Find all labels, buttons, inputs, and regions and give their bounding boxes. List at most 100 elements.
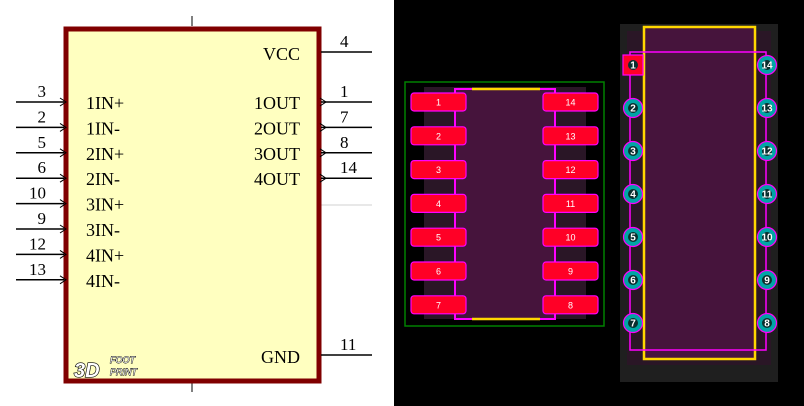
pin-direction-mark xyxy=(59,224,67,234)
pin-direction-mark xyxy=(59,148,67,158)
power-pin: 4 VCC xyxy=(263,32,372,64)
schematic-body xyxy=(63,26,322,384)
left-pin-group: 31IN+21IN-52IN+62IN-103IN+93IN-124IN+134… xyxy=(16,82,124,291)
tht-pad: 2 xyxy=(622,97,644,119)
pin-number: 9 xyxy=(38,209,47,228)
tht-pad: 8 xyxy=(756,312,778,334)
smd-pad: 4 xyxy=(410,193,467,213)
pin-number: 1 xyxy=(340,82,349,101)
silkscreen-outline xyxy=(642,25,757,361)
pad-hole xyxy=(762,103,772,113)
pad-hole xyxy=(762,189,772,199)
pad-number: 11 xyxy=(566,199,575,209)
pin-label: 3IN+ xyxy=(86,195,124,215)
pin-number: 4 xyxy=(340,32,349,51)
pad-number: 6 xyxy=(630,276,636,287)
pad-hole xyxy=(762,232,772,242)
pad-shape xyxy=(410,92,467,112)
pad-shape xyxy=(542,92,599,112)
pin-direction-mark xyxy=(59,249,67,259)
pad-hole xyxy=(762,275,772,285)
pin-number: 6 xyxy=(38,158,47,177)
pad-hole xyxy=(628,189,638,199)
pin-number: 11 xyxy=(340,335,356,354)
pin-label: 4IN+ xyxy=(86,245,124,265)
pad-number: 8 xyxy=(568,300,573,310)
pin-label: 1IN+ xyxy=(86,93,124,113)
pin-number: 10 xyxy=(29,184,46,203)
pad-shape xyxy=(410,126,467,146)
pin-direction-mark xyxy=(59,97,67,107)
pin-label: GND xyxy=(261,347,300,367)
pad-number: 12 xyxy=(565,165,575,175)
schematic-symbol: 31IN+21IN-52IN+62IN-103IN+93IN-124IN+134… xyxy=(16,16,372,392)
tht-pad: 11 xyxy=(756,183,778,205)
smd-pad: 13 xyxy=(542,126,599,146)
tht-pad: 7 xyxy=(622,312,644,334)
pin-direction-mark xyxy=(59,122,67,132)
smd-pad: 14 xyxy=(542,92,599,112)
tht-pad: 6 xyxy=(622,269,644,291)
input-pin: 9 3IN- xyxy=(16,209,120,240)
pad-number: 2 xyxy=(436,131,441,141)
pad-number: 9 xyxy=(764,276,770,287)
pad-shape xyxy=(542,261,599,281)
smd-pad: 8 xyxy=(542,295,599,315)
pin-label: 3OUT xyxy=(254,144,300,164)
pin-label: 1OUT xyxy=(254,93,300,113)
input-pin: 6 2IN- xyxy=(16,158,120,189)
pad-shape xyxy=(410,295,467,315)
output-pin: 8 3OUT xyxy=(254,133,372,164)
pad-number: 7 xyxy=(630,319,636,330)
logo-line1: FOOT xyxy=(110,355,136,365)
pad-number: 13 xyxy=(761,104,773,115)
pad-hole xyxy=(628,232,638,242)
pad-hole xyxy=(762,318,772,328)
pad-shape xyxy=(410,160,467,180)
ground-pin: 11 GND xyxy=(261,335,372,367)
courtyard-outline xyxy=(404,81,605,327)
pin-direction-mark xyxy=(319,97,327,107)
pad-number: 4 xyxy=(630,190,636,201)
pin-label: 2IN+ xyxy=(86,144,124,164)
pad-shape xyxy=(542,227,599,247)
tht-pad: 12 xyxy=(756,140,778,162)
pin-number: 5 xyxy=(38,133,47,152)
pin-number: 8 xyxy=(340,133,349,152)
pad-number: 10 xyxy=(565,233,575,243)
pin-direction-mark xyxy=(319,173,327,183)
pad-number: 2 xyxy=(630,104,636,115)
pad-hole xyxy=(628,275,638,285)
pad-shape xyxy=(410,227,467,247)
pad-number: 5 xyxy=(630,233,636,244)
logo-line2: PRINT xyxy=(110,367,139,377)
smd-pad: 3 xyxy=(410,160,467,180)
pad-shape xyxy=(410,193,467,213)
tht-pad: 10 xyxy=(756,226,778,248)
pad-number: 4 xyxy=(436,199,441,209)
tht-pad: 5 xyxy=(622,226,644,248)
pin-label: 2IN- xyxy=(86,169,120,189)
pad-number: 6 xyxy=(436,267,441,277)
pad-number: 14 xyxy=(761,61,773,72)
tht-right-pads: 14 13 12 11 10 9 8 xyxy=(756,54,778,334)
pin-label: 3IN- xyxy=(86,220,120,240)
smd-pad: 6 xyxy=(410,261,467,281)
pad-number: 9 xyxy=(568,267,573,277)
pad-number: 7 xyxy=(436,300,441,310)
logo-main-text: 3D xyxy=(74,360,100,382)
pad-number: 5 xyxy=(436,233,441,243)
pin-label: VCC xyxy=(263,44,300,64)
pin-number: 13 xyxy=(29,260,46,279)
pad-shape xyxy=(542,193,599,213)
pad-hole xyxy=(628,60,638,70)
